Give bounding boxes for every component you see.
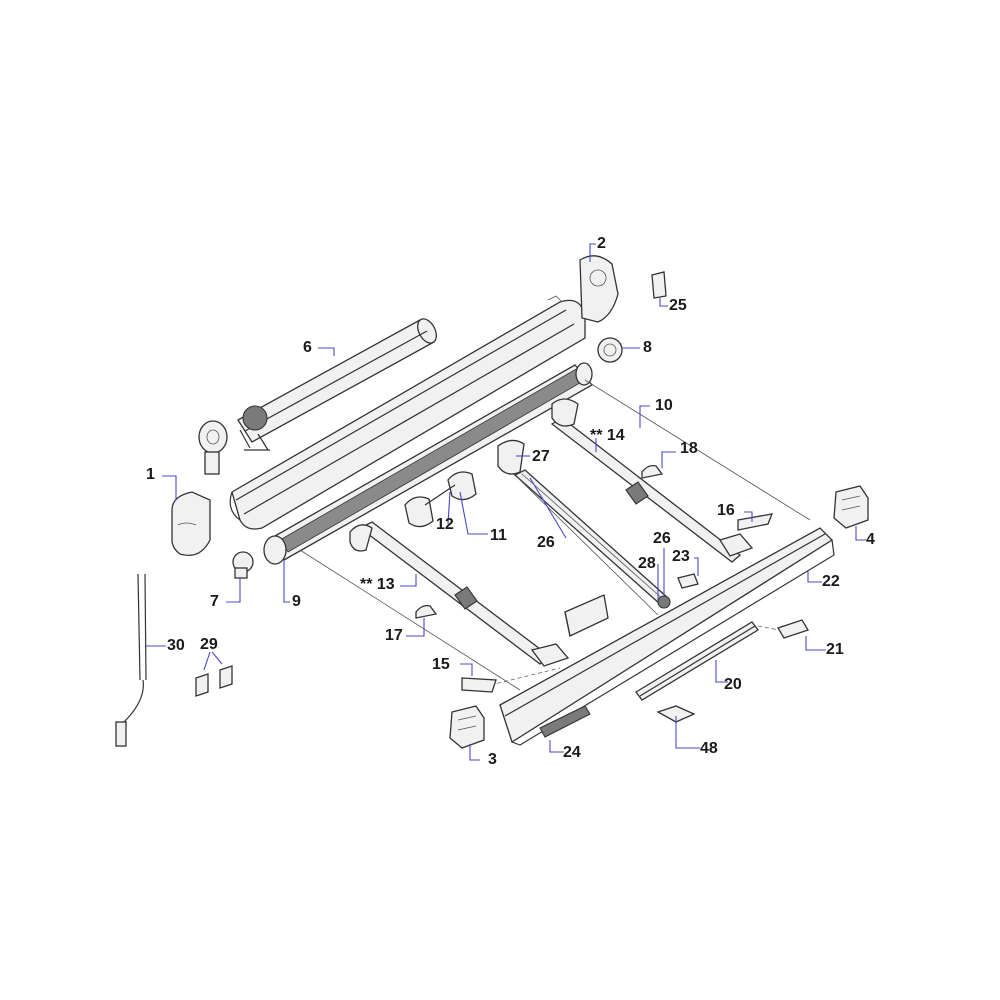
callout-18: 18 (680, 440, 698, 457)
arm-left (349, 521, 570, 667)
cover-left (415, 604, 438, 619)
callout-12: 12 (436, 516, 454, 533)
cover-right (641, 464, 664, 479)
callout-1: 1 (146, 466, 155, 483)
roller-end-plug (597, 337, 623, 363)
callout-8: 8 (643, 339, 652, 356)
brace-left (461, 677, 497, 693)
callout-27: 27 (532, 448, 550, 465)
callout-9: 9 (292, 593, 301, 610)
callout-2: 2 (597, 235, 606, 252)
leader-lines (146, 243, 866, 761)
roller-end-plug-left (232, 551, 254, 579)
end-cap-right (833, 485, 869, 529)
callout-24: 24 (563, 744, 581, 761)
tube-end-cap (198, 405, 270, 475)
mounting-plate (656, 705, 696, 723)
mounting-bracket (404, 471, 477, 528)
case-end-bracket-top (579, 255, 619, 323)
callout-6: 6 (303, 339, 312, 356)
callout-17: 17 (385, 627, 403, 644)
callout-21: 21 (826, 641, 844, 658)
front-bar (499, 527, 835, 746)
callout-26-right: 26 (653, 530, 671, 547)
fabric-roller (263, 362, 594, 565)
roller-tube (237, 318, 437, 443)
motor-cover (171, 491, 211, 557)
callout-29: 29 (200, 636, 218, 653)
end-cap-left (449, 705, 485, 749)
callout-11: 11 (490, 527, 507, 544)
center-arm (497, 439, 670, 616)
callout-14: ** 14 (590, 427, 625, 444)
callout-13: ** 13 (360, 576, 395, 593)
callout-3: 3 (488, 751, 497, 768)
front-strut (635, 621, 791, 701)
callout-22: 22 (822, 573, 840, 590)
strut-end-fitting (777, 619, 809, 639)
callout-25: 25 (669, 297, 687, 314)
callout-16: 16 (717, 502, 735, 519)
callout-7: 7 (210, 593, 219, 610)
callout-23: 23 (672, 548, 690, 565)
label-sticker (651, 271, 667, 299)
callout-4: 4 (866, 531, 875, 548)
callout-20: 20 (724, 676, 742, 693)
support-bar (564, 594, 609, 637)
brace-right (737, 513, 774, 531)
callout-30: 30 (167, 637, 185, 654)
arm-right (550, 398, 754, 563)
joint-28 (657, 595, 671, 609)
clip-23 (677, 573, 699, 589)
clips-29 (195, 665, 233, 697)
callout-10: 10 (655, 397, 673, 414)
callout-48: 48 (700, 740, 718, 757)
callout-28: 28 (638, 555, 656, 572)
crank-handle (115, 573, 147, 747)
callout-15: 15 (432, 656, 450, 673)
callout-26-left: 26 (537, 534, 555, 551)
awning-case-profile (229, 295, 586, 530)
logo-plate (539, 705, 591, 738)
